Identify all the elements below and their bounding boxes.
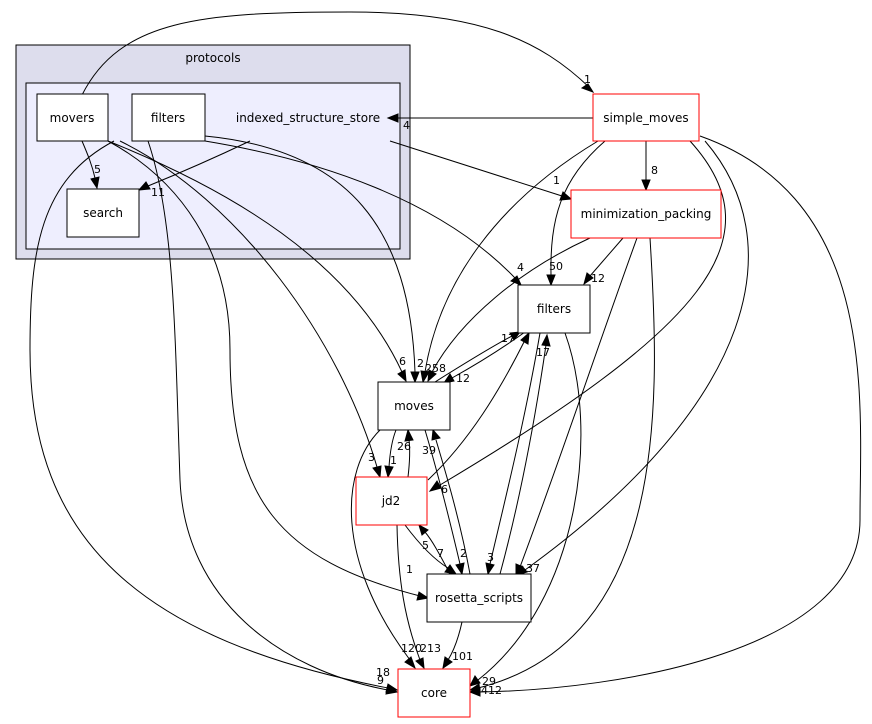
edge-label: 1 xyxy=(390,454,397,467)
edge-label: 7 xyxy=(437,547,444,560)
edge-label: 9 xyxy=(377,674,384,687)
edge-label: 3 xyxy=(487,551,494,564)
edge-simple-moves-core: 1 4 12 xyxy=(468,135,862,697)
edge-jd2-core: 213 xyxy=(396,524,441,670)
edge-label: 50 xyxy=(549,260,563,273)
edge-label: 101 xyxy=(452,650,473,663)
node-search[interactable]: search xyxy=(66,188,140,238)
node-rosetta-scripts-label: rosetta_scripts xyxy=(435,591,523,605)
edge-filters-core: 29 xyxy=(469,332,582,688)
edge-simple-moves-moves: 258 xyxy=(420,140,599,384)
node-indexed-label: indexed_structure_store xyxy=(236,111,380,125)
edge-label: 5 xyxy=(422,539,429,552)
edge-label: 1 xyxy=(584,73,591,86)
edge-jd2-filters xyxy=(427,331,530,481)
edge-label: 29 xyxy=(482,675,496,688)
edge-moves-rosetta: 2 xyxy=(424,429,467,576)
node-filters-inner-label: filters xyxy=(151,111,185,125)
node-moves[interactable]: moves xyxy=(377,381,451,431)
node-core-label: core xyxy=(421,686,447,700)
edge-label: 2 xyxy=(460,547,467,560)
edge-filters-inner-filters: 4 xyxy=(204,140,524,286)
node-jd2-label: jd2 xyxy=(381,494,401,508)
edge-label: 6 xyxy=(399,355,406,368)
edge-moves-jd2: 1 xyxy=(384,429,397,479)
edge-filters-inner-core: 9 xyxy=(147,140,399,695)
edge-label: 2 xyxy=(417,357,424,370)
edge-moves-core: 120 xyxy=(350,429,422,670)
node-rosetta-scripts[interactable]: rosetta_scripts xyxy=(426,573,532,623)
edge-label: 12 xyxy=(456,372,470,385)
node-simple-moves[interactable]: simple_moves xyxy=(592,93,700,142)
node-filters-label: filters xyxy=(537,302,571,316)
edge-filters-rosetta: 3 xyxy=(485,332,541,576)
edge-jd2-moves: 26 xyxy=(397,428,414,478)
node-moves-label: moves xyxy=(394,399,434,413)
node-movers[interactable]: movers xyxy=(36,93,109,142)
edge-label: 8 xyxy=(651,164,658,177)
edge-filters-inner-moves: 2 xyxy=(204,135,424,384)
edge-movers-search: 5 xyxy=(81,140,101,190)
edge-label: 39 xyxy=(422,444,436,457)
edge-movers-rosetta: 1 xyxy=(107,140,430,601)
protocols-cluster-label: protocols xyxy=(185,51,240,65)
edge-filters-moves: 12 xyxy=(442,331,526,385)
edge-label: 1 xyxy=(553,174,560,187)
edge-simple-moves-minimization: 8 xyxy=(641,141,658,192)
edges: 1 4 8 1 5 11 xyxy=(29,11,862,697)
edge-label: 1 xyxy=(406,563,413,576)
edge-rosetta-filters: 17 xyxy=(499,333,551,575)
edge-label: 5 xyxy=(94,163,101,176)
node-simple-moves-label: simple_moves xyxy=(603,111,688,125)
edge-label: 1412 xyxy=(474,684,502,697)
node-movers-label: movers xyxy=(50,111,95,125)
edge-rosetta-moves: 39 xyxy=(422,428,471,575)
edge-label: 6 xyxy=(441,483,448,496)
edge-jd2-rosetta: 7 xyxy=(404,524,458,575)
node-minimization-packing[interactable]: minimization_packing xyxy=(570,189,722,239)
edge-minimization-filters: 12 xyxy=(583,237,624,286)
edge-label: 37 xyxy=(526,562,540,575)
edge-simple-moves-rosetta: 37 xyxy=(515,140,749,576)
edge-label: 120 xyxy=(401,642,422,655)
edge-minimization-moves xyxy=(427,237,591,383)
edge-simple-moves-filters: 50 xyxy=(546,140,606,287)
edge-movers-jd2: 3 xyxy=(119,140,382,479)
edge-label: 3 xyxy=(368,451,375,464)
edge-label: 17 xyxy=(501,332,515,345)
edge-label: 12 xyxy=(591,272,605,285)
edge-label: 17 xyxy=(536,346,550,359)
node-jd2[interactable]: jd2 xyxy=(355,476,428,526)
node-search-label: search xyxy=(83,206,123,220)
edge-indexed-minimization: 1 xyxy=(389,140,573,201)
node-filters-inner[interactable]: filters xyxy=(131,93,206,142)
edge-label: 4 xyxy=(403,119,410,132)
edge-simple-moves-jd2: 6 xyxy=(428,140,726,496)
node-core[interactable]: core xyxy=(397,668,471,718)
edge-movers-simple-moves: 1 xyxy=(81,11,595,96)
edge-label: 18 xyxy=(376,666,390,679)
node-filters[interactable]: filters xyxy=(517,284,591,334)
node-indexed-structure-store[interactable]: indexed_structure_store xyxy=(236,111,380,125)
edge-label: 258 xyxy=(425,362,446,375)
edge-label: 11 xyxy=(151,186,165,199)
edge-label: 4 xyxy=(517,261,524,274)
edge-simple-moves-indexed: 4 xyxy=(386,113,593,132)
edge-label: 213 xyxy=(420,642,441,655)
edge-moves-filters: 17 xyxy=(434,331,522,383)
edge-rosetta-core: 101 xyxy=(442,621,473,670)
node-minimization-packing-label: minimization_packing xyxy=(581,207,712,221)
edge-label: 26 xyxy=(397,440,411,453)
